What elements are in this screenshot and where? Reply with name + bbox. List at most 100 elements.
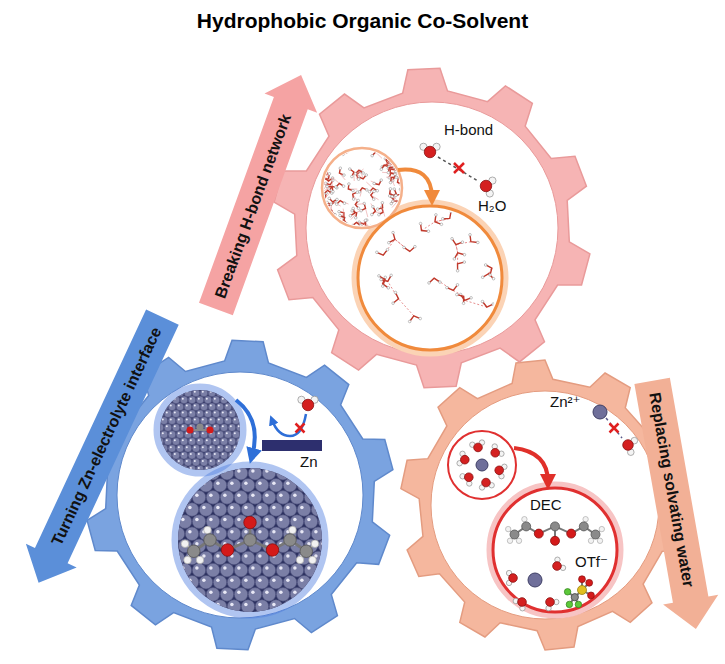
gear-inner-circle (431, 391, 659, 619)
zn-atom-highlight (150, 425, 152, 427)
zn-atom-highlight (162, 460, 164, 462)
h-bond-dashed (438, 157, 478, 181)
zn-atom-highlight (237, 615, 241, 619)
water-stick (343, 147, 348, 154)
zn-atom (157, 600, 171, 614)
zn-atom-highlight (244, 578, 248, 582)
water-stick-h (461, 241, 464, 244)
zn-atom (276, 588, 290, 602)
zn-atom-highlight (178, 446, 180, 448)
zn-atom-highlight (279, 566, 283, 570)
zn-atom-highlight (314, 506, 318, 510)
zn-atom-highlight (237, 518, 241, 522)
zn-atom (152, 431, 160, 439)
zn-atom (325, 454, 339, 468)
water-stick-h (401, 183, 404, 186)
water-stick-h (391, 161, 394, 164)
zn-atom-highlight (209, 566, 213, 570)
zn-atom-highlight (238, 439, 240, 441)
zn-atom-highlight (314, 578, 318, 582)
hydrogen-atom (506, 526, 511, 531)
zn-atom-highlight (238, 425, 240, 427)
zn-atom (157, 527, 171, 541)
zn-atom-highlight (307, 518, 311, 522)
zn-atom-highlight (174, 439, 176, 441)
zn-atom-highlight (194, 405, 196, 407)
zn-atom (171, 454, 185, 468)
zn-atom-highlight (300, 530, 304, 534)
zn-atom (178, 563, 192, 577)
zn-atom-highlight (174, 398, 176, 400)
zn-atom (318, 491, 332, 505)
zn-atom-highlight (218, 460, 220, 462)
zn-atom (176, 389, 184, 397)
zn-atom-highlight (167, 542, 171, 546)
h-bond-line (324, 182, 327, 190)
zn-atom-highlight (293, 591, 297, 595)
zn-atom (276, 466, 290, 480)
zn-atom-highlight (237, 469, 241, 473)
zn-atom (185, 454, 199, 468)
zn-atom (157, 454, 171, 468)
zn-atom (255, 454, 269, 468)
hydrogen-atom (204, 526, 212, 534)
water-stick-h (450, 210, 453, 213)
zn-atom (283, 478, 297, 492)
zn-atom-highlight (158, 425, 160, 427)
zn-atom-highlight (182, 412, 184, 414)
zn-atom-highlight (216, 554, 220, 558)
zn-atom-highlight (174, 578, 178, 582)
zoom-circle (493, 488, 617, 612)
zn-atom (200, 444, 208, 452)
zn-atom (311, 527, 325, 541)
water-stick-h (351, 224, 354, 227)
zn-atom-highlight (154, 460, 156, 462)
zn-atom-highlight (178, 405, 180, 407)
zn-atom-highlight (279, 494, 283, 498)
zn-atom (172, 382, 180, 390)
zn-atom-highlight (209, 518, 213, 522)
zn-atom (304, 563, 318, 577)
zn-atom-highlight (226, 405, 228, 407)
water-stick (368, 227, 374, 232)
zn-atom-highlight (202, 418, 204, 420)
zn-atom-highlight (272, 578, 276, 582)
oxygen-atom (424, 146, 436, 158)
zn-atom-highlight (238, 384, 240, 386)
zn-atom (148, 410, 156, 418)
zn-atom (311, 478, 325, 492)
oxygen-atom (518, 598, 527, 607)
zn-atom-highlight (246, 453, 248, 455)
zn-atom (164, 382, 172, 390)
zn-atom (204, 465, 212, 473)
zn-atom-highlight (198, 384, 200, 386)
carbon-atom (551, 522, 560, 531)
zn-atom-highlight (214, 425, 216, 427)
zn-atom-highlight (246, 439, 248, 441)
hydrogen-atom (181, 540, 189, 548)
zn-atom (176, 431, 184, 439)
water-stick-h (392, 231, 395, 234)
zn-atom-highlight (158, 439, 160, 441)
zn-atom-highlight (150, 398, 152, 400)
hydrogen-atom (583, 517, 588, 522)
zn-atom (311, 503, 325, 517)
zn-atom-highlight (174, 481, 178, 485)
zn-atom (244, 396, 252, 404)
oxygen-atom (623, 440, 634, 451)
zn-atom (172, 465, 180, 473)
zn-atom-highlight (230, 453, 232, 455)
zn-atom-highlight (258, 578, 262, 582)
zn-atom (199, 575, 213, 589)
zn-atom (192, 612, 206, 626)
zn-atom-highlight (293, 615, 297, 619)
water-stick-h (335, 203, 338, 206)
water-stick (320, 193, 326, 198)
zn-atom (240, 431, 248, 439)
zn-atom-highlight (160, 603, 164, 607)
zn-atom (255, 600, 269, 614)
zn-atom (192, 466, 206, 480)
zoom-circle (322, 148, 402, 228)
coordination-dashed (606, 418, 622, 438)
zn-atom-highlight (182, 425, 184, 427)
